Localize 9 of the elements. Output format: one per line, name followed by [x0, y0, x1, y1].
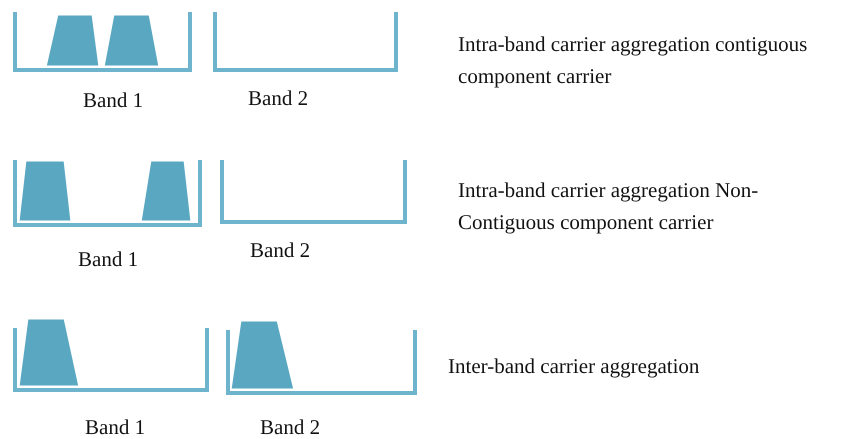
description-text: Intra-band carrier aggregation contiguous component carrier — [458, 31, 808, 90]
band-label: Band 2 — [260, 414, 320, 439]
band-label: Band 1 — [78, 246, 138, 273]
description-text: Inter-band carrier aggregation — [448, 353, 700, 380]
band-label: Band 1 — [85, 414, 146, 439]
band-label: Band 1 — [83, 87, 144, 114]
band-label: Band 2 — [248, 85, 308, 112]
description-text: Intra-band carrier aggregation Non-Contiguous component carrier — [458, 177, 760, 236]
band-label: Band 2 — [250, 237, 310, 264]
